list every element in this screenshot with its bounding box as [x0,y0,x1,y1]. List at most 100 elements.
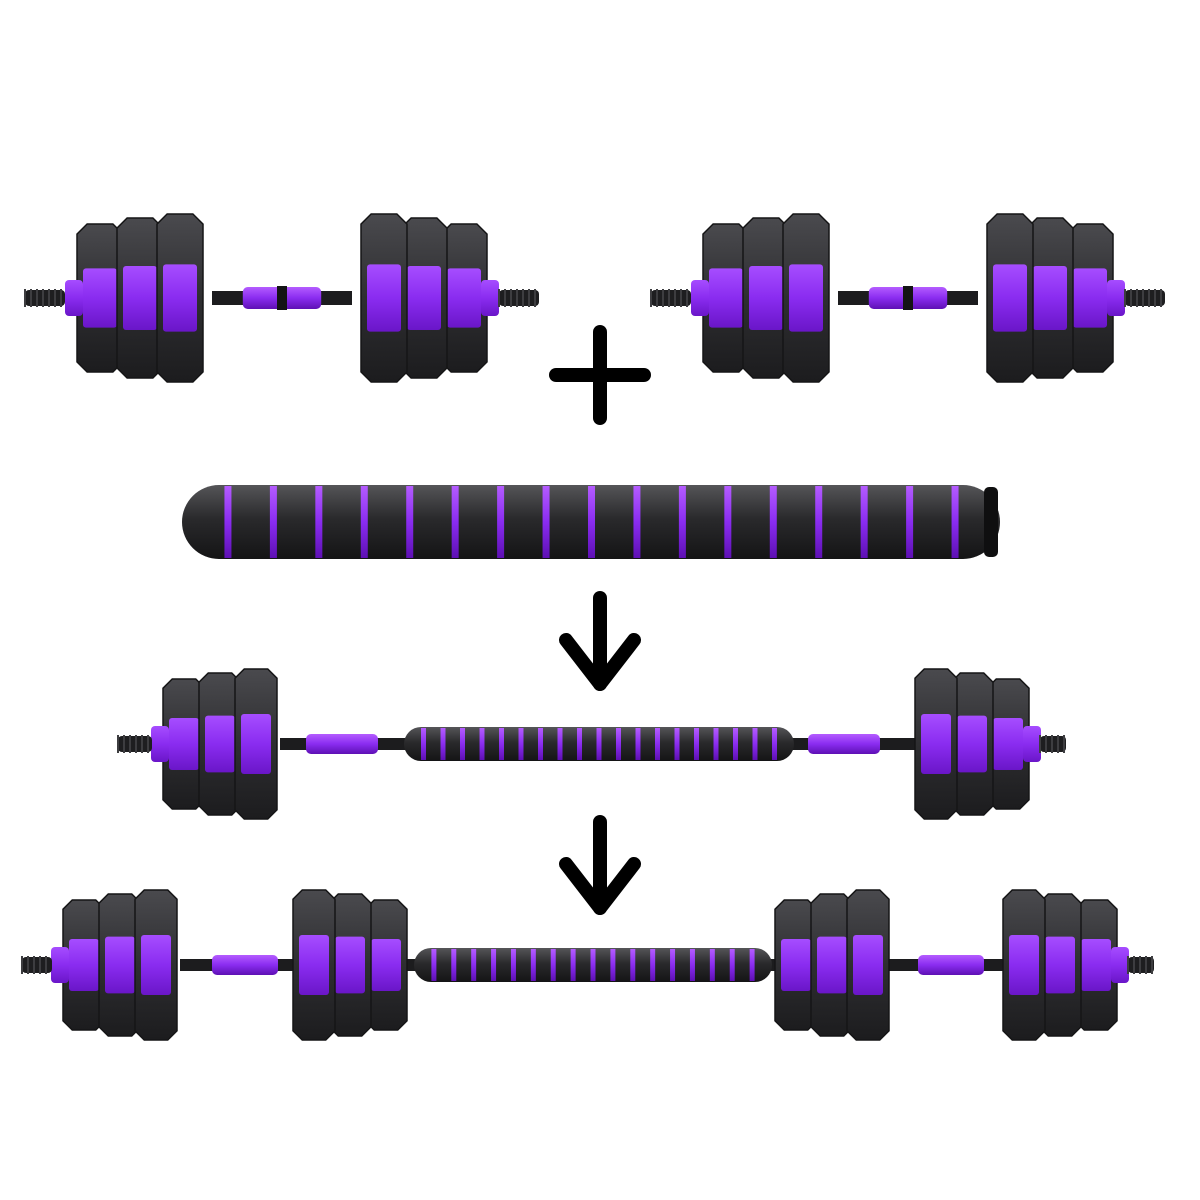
weight-plate [234,668,278,820]
purple-stripe [510,949,516,981]
plate-purple-insert [817,936,847,994]
purple-stripe [497,486,505,558]
purple-collar [65,280,83,316]
plate-purple-insert [447,268,481,328]
purple-stripe [550,949,556,981]
purple-stripe [499,728,504,760]
plate-purple-insert [105,936,135,994]
purple-stripe [360,486,368,558]
threaded-end [498,289,539,307]
purple-stripe [431,949,437,981]
weight-plate [116,217,164,379]
plate-purple-insert [407,266,441,330]
plate-purple-insert [1033,266,1067,330]
purple-stripe [590,949,596,981]
plate-purple-insert [749,266,783,330]
plate-purple-insert [709,268,743,328]
purple-stripe [709,949,715,981]
foam-bar [182,485,1000,559]
plate-purple-insert [993,264,1027,332]
weight-plate [986,678,1030,810]
purple-stripe [491,949,497,981]
short-barbell [117,668,1066,820]
purple-stripe [729,949,735,981]
threaded-end [1039,735,1066,753]
weight-plate [292,889,336,1041]
threaded-end [21,956,52,974]
plate-purple-insert [241,714,271,774]
purple-stripe [269,486,277,558]
down-arrow-icon [559,815,641,915]
purple-stripe [610,949,616,981]
weight-plate [1066,223,1114,373]
purple-stripe [538,728,543,760]
purple-stripe [749,949,755,981]
purple-collar [481,280,499,316]
purple-collar [1023,726,1041,762]
plate-purple-insert [371,939,401,991]
connecting-bar [182,485,1000,559]
threaded-end [24,289,65,307]
plate-purple-insert [1081,939,1111,991]
weight-plate [810,893,854,1037]
weight-plate [198,672,242,816]
purple-stripe [570,949,576,981]
purple-stripe [451,486,459,558]
weight-plate [364,899,408,1031]
plate-purple-insert [993,718,1023,770]
weight-plate [360,213,408,383]
plate-purple-insert [163,264,197,332]
weight-plate [986,213,1034,383]
weight-plate [950,672,994,816]
purple-stripe [674,728,680,760]
purple-stripe [724,486,732,558]
purple-collar [51,947,69,983]
purple-stripe [860,486,868,558]
purple-collar [151,726,169,762]
handle [838,286,978,310]
purple-stripe [451,949,457,981]
purple-stripe [678,486,686,558]
purple-stripe [951,486,959,558]
weight-plate [156,213,204,383]
plate-purple-insert [123,266,157,330]
plate-purple-insert [169,718,199,770]
threaded-end [650,289,691,307]
plate-purple-insert [335,936,365,994]
handle-grip [808,734,880,754]
purple-stripe [577,728,582,760]
plate-purple-insert [69,939,99,991]
weight-plate [76,223,124,373]
handle-grip [306,734,378,754]
purple-stripe [670,949,676,981]
purple-stripe [906,486,914,558]
weight-plate [98,893,142,1037]
purple-collar [1107,280,1125,316]
purple-stripe [616,728,621,760]
threaded-end [1124,289,1165,307]
purple-stripe [557,728,563,760]
purple-stripe [588,486,595,558]
purple-stripe [633,486,641,558]
plate-purple-insert [367,264,401,332]
plate-purple-insert [299,935,329,995]
threaded-end [117,735,152,753]
weight-plate [440,223,488,373]
handle-grip [918,955,984,975]
purple-stripe [733,728,738,760]
weight-plate [782,213,830,383]
purple-stripe [224,486,232,558]
down-arrow-icon [559,591,641,691]
purple-stripe [479,728,485,760]
purple-stripe [542,486,550,558]
bar-end-cap [984,487,998,557]
purple-stripe [694,728,699,760]
long-barbell [21,889,1154,1041]
purple-stripe [518,728,524,760]
plus-icon [549,325,651,425]
weight-plate [400,217,448,379]
weight-plate [134,889,178,1041]
purple-stripe [769,486,777,558]
purple-collar [691,280,709,316]
